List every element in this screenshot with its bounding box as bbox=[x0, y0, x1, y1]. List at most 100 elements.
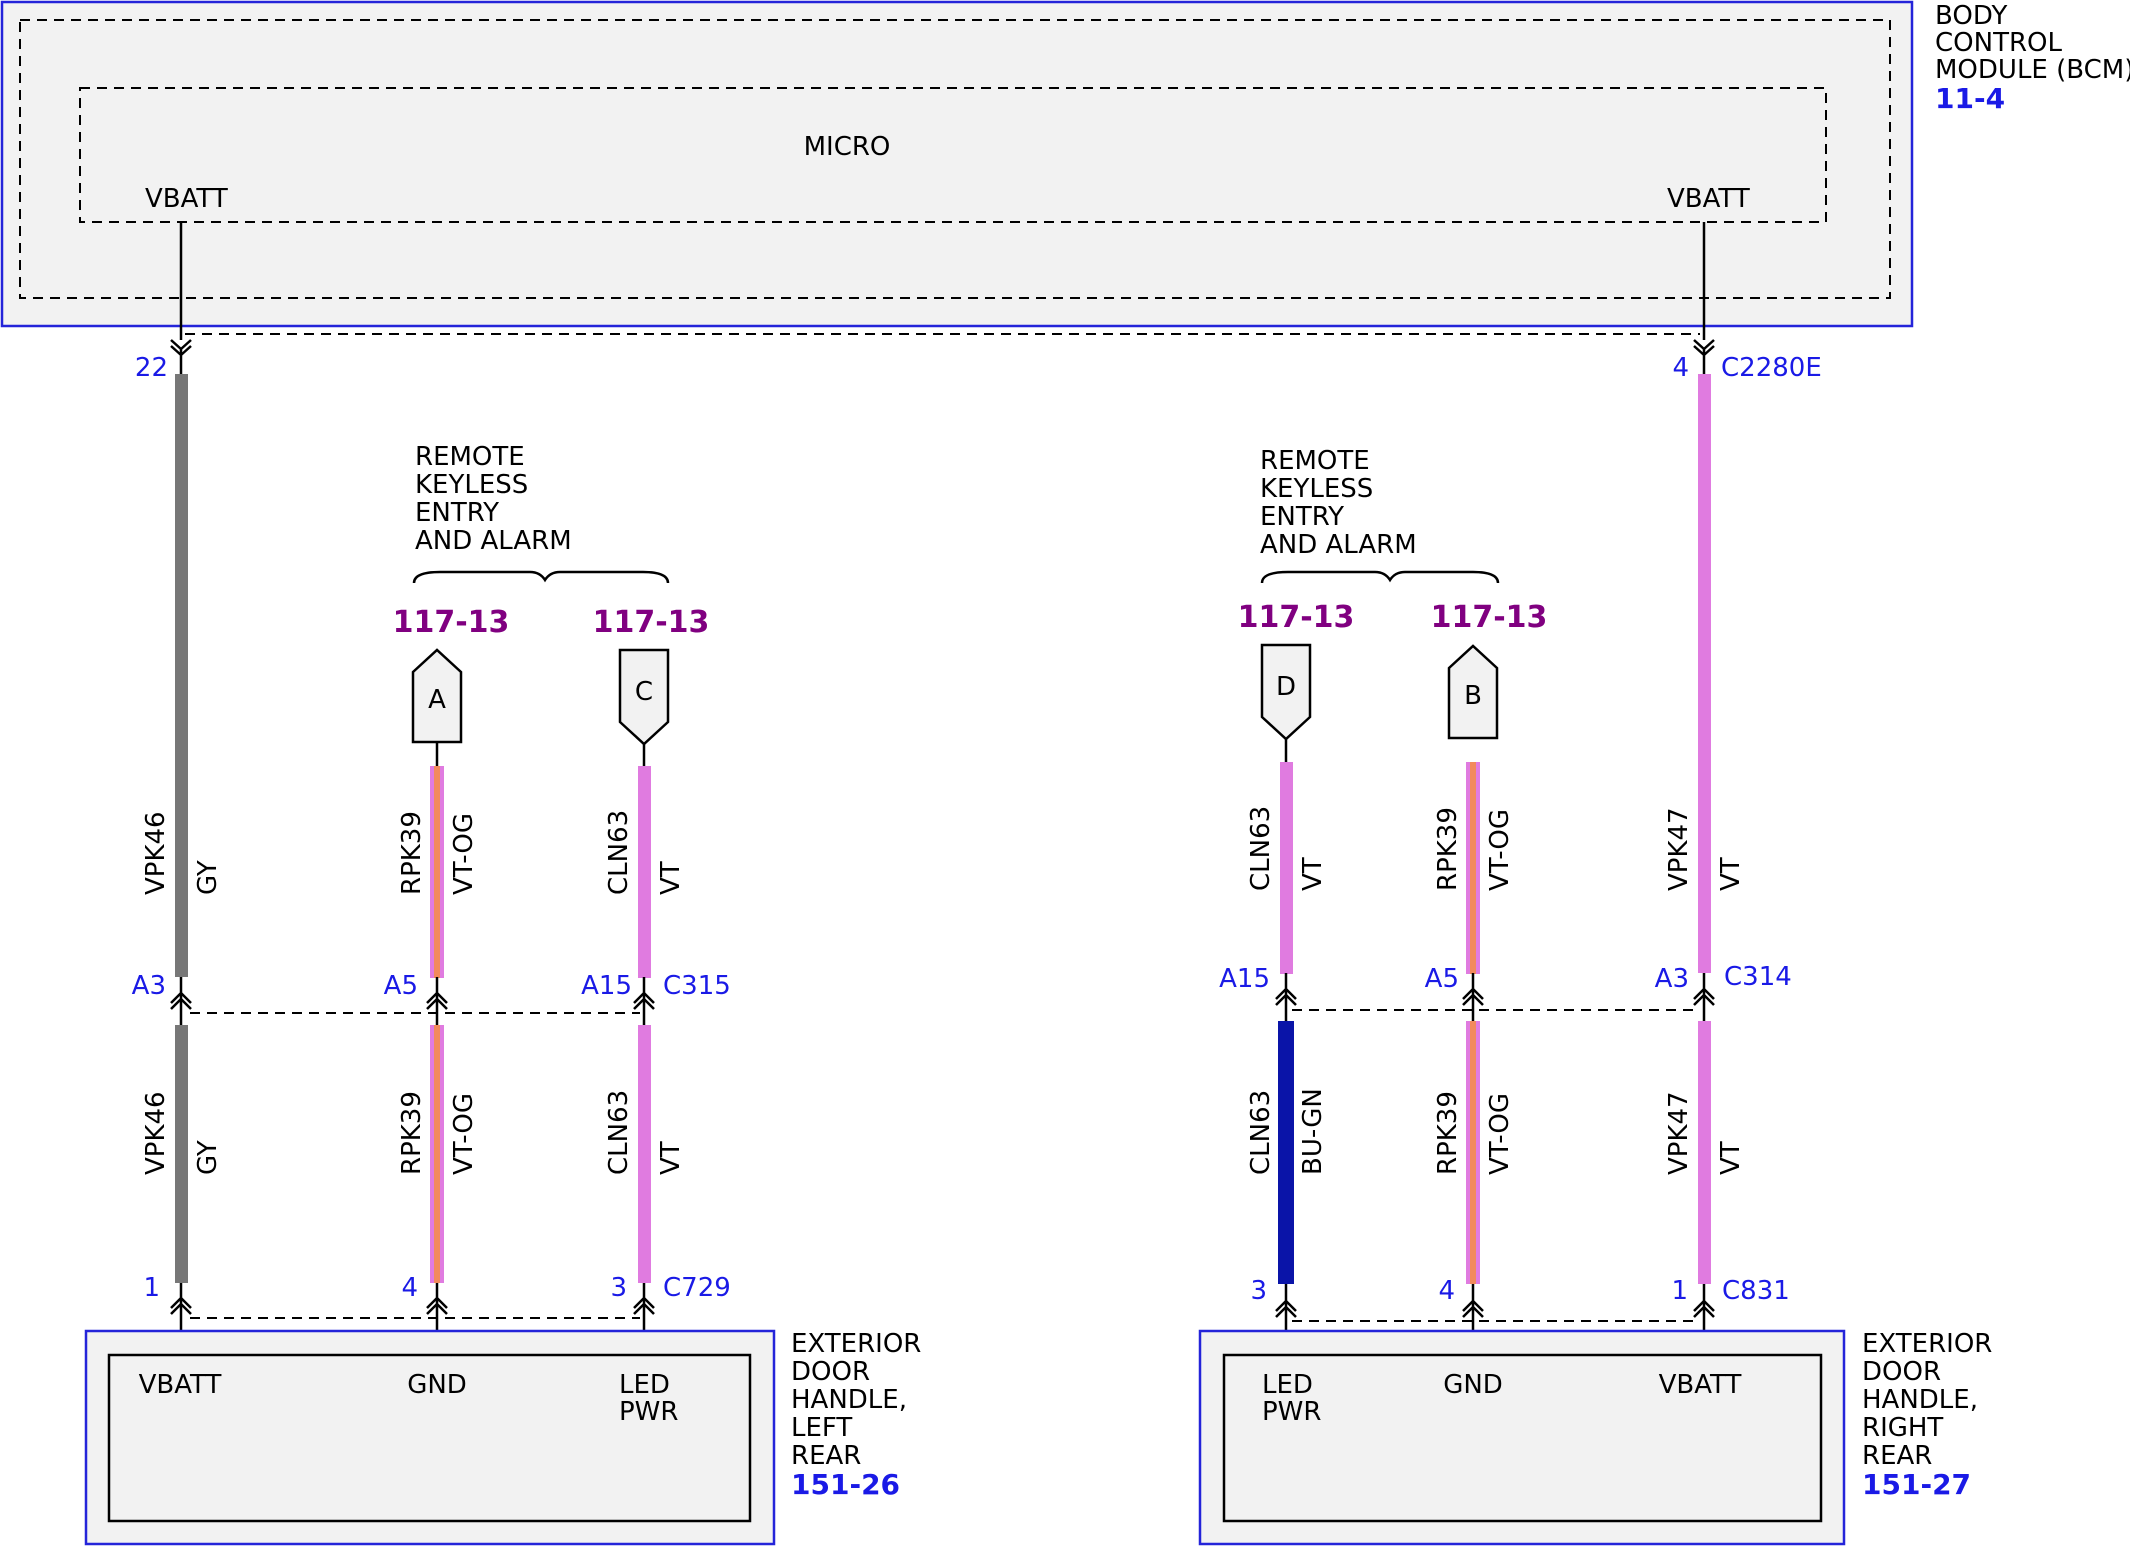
pin-inline-a3: A3 bbox=[1655, 964, 1689, 994]
wire-w4-lower-circuit: CLN63 bbox=[1246, 1090, 1276, 1175]
pin-door-4: 4 bbox=[1438, 1276, 1455, 1306]
wire-w2-lower-stripe bbox=[434, 1025, 440, 1283]
wire-w5-lower-circuit: RPK39 bbox=[1433, 1091, 1463, 1175]
wire-w6-upper-circuit: VPK47 bbox=[1664, 807, 1694, 891]
wire-w5-lower-stripe bbox=[1470, 1021, 1476, 1284]
bcm-page-ref: 11-4 bbox=[1935, 82, 2005, 115]
wire-w1-upper-circuit: VPK46 bbox=[141, 811, 171, 895]
bcm-pin-vbatt-right: VBATT bbox=[1667, 184, 1750, 214]
wire-w3-upper bbox=[638, 766, 651, 978]
pin-door-1: 1 bbox=[1671, 1276, 1688, 1306]
left-door-title: EXTERIOR DOOR HANDLE, LEFT REAR 151-26 bbox=[791, 1329, 921, 1501]
left-door-title-line: EXTERIOR bbox=[791, 1329, 921, 1359]
right-door-pin-vbatt: VBATT bbox=[1659, 1370, 1742, 1400]
wire-w4-upper-circuit: CLN63 bbox=[1246, 806, 1276, 891]
left-door-pin-vbatt: VBATT bbox=[139, 1370, 222, 1400]
terminal-bcm-22 bbox=[170, 339, 192, 374]
wire-w1-upper bbox=[175, 374, 188, 977]
wire-w4-lower bbox=[1278, 1021, 1294, 1284]
remote-group-line: KEYLESS bbox=[1260, 474, 1373, 504]
flag-c: C bbox=[618, 648, 670, 746]
terminal-inline-w1 bbox=[170, 977, 192, 1025]
left-door-title-line: LEFT bbox=[791, 1413, 852, 1443]
left-door-title-line: DOOR bbox=[791, 1357, 870, 1387]
right-door-title-line: HANDLE, bbox=[1862, 1385, 1978, 1415]
flag-b-label: B bbox=[1464, 681, 1482, 711]
pin-inline-a15: A15 bbox=[581, 971, 632, 1001]
right-door-page-ref[interactable]: 151-27 bbox=[1862, 1468, 1971, 1501]
wire-w4-lower-color: BU-GN bbox=[1298, 1088, 1328, 1175]
connector-c729-label[interactable]: C729 bbox=[663, 1273, 731, 1303]
remote-group-line: ENTRY bbox=[1260, 502, 1344, 532]
left-door-pin-led: LED bbox=[619, 1370, 670, 1400]
pin-inline-a15: A15 bbox=[1219, 964, 1270, 994]
wire-w2-upper-circuit: RPK39 bbox=[397, 811, 427, 895]
right-door-pin-led: LED bbox=[1262, 1370, 1313, 1400]
bcm-module-box bbox=[0, 0, 1914, 328]
group-brace bbox=[1260, 570, 1500, 584]
page-ref-a[interactable]: 117-13 bbox=[393, 605, 510, 640]
wire-w4-upper-color: VT bbox=[1298, 857, 1328, 891]
right-door-pin-gnd: GND bbox=[1443, 1370, 1503, 1400]
wire-w3-lower bbox=[638, 1025, 651, 1283]
right-door-title-line: REAR bbox=[1862, 1441, 1932, 1471]
wire-w2-lower-color: VT-OG bbox=[449, 1093, 479, 1175]
page-ref-c[interactable]: 117-13 bbox=[593, 605, 710, 640]
flag-b: B bbox=[1447, 644, 1499, 740]
remote-group-line: ENTRY bbox=[415, 498, 499, 528]
wire-w1-upper-color: GY bbox=[193, 860, 223, 895]
wire-w4-upper bbox=[1280, 762, 1293, 974]
wire-w6-upper bbox=[1698, 374, 1711, 973]
bcm-title-line: MODULE (BCM) bbox=[1935, 55, 2130, 85]
pin-door-3: 3 bbox=[1250, 1276, 1267, 1306]
connector-c2280e-label[interactable]: C2280E bbox=[1721, 353, 1822, 383]
remote-group-line: AND ALARM bbox=[1260, 530, 1417, 560]
remote-keyless-group-left: REMOTE KEYLESS ENTRY AND ALARM bbox=[412, 442, 670, 584]
pin-door-3: 3 bbox=[610, 1273, 627, 1303]
page-ref-d[interactable]: 117-13 bbox=[1238, 600, 1355, 635]
wire-w5-lower-color: VT-OG bbox=[1485, 1093, 1515, 1175]
flag-a: A bbox=[411, 648, 463, 744]
right-door-title-line: DOOR bbox=[1862, 1357, 1941, 1387]
left-door-title-line: HANDLE, bbox=[791, 1385, 907, 1415]
page-ref-b[interactable]: 117-13 bbox=[1431, 600, 1548, 635]
group-brace bbox=[412, 570, 670, 584]
wire-w5-upper-stripe bbox=[1470, 762, 1476, 974]
flag-c-label: C bbox=[635, 677, 653, 707]
right-door-pin-pwr: PWR bbox=[1262, 1397, 1321, 1427]
flag-a-label: A bbox=[428, 685, 446, 715]
wire-w3-upper-circuit: CLN63 bbox=[604, 810, 634, 895]
remote-group-line: REMOTE bbox=[1260, 446, 1370, 476]
left-door-page-ref[interactable]: 151-26 bbox=[791, 1468, 900, 1501]
left-door-pin-gnd: GND bbox=[407, 1370, 467, 1400]
wire-w3-upper-color: VT bbox=[656, 861, 686, 895]
flag-d: D bbox=[1260, 643, 1312, 741]
pin-bcm-22: 22 bbox=[135, 353, 168, 383]
terminal-symbols bbox=[170, 339, 1715, 1355]
right-door-title-line: EXTERIOR bbox=[1862, 1329, 1992, 1359]
remote-group-line: AND ALARM bbox=[415, 526, 572, 556]
pin-inline-a5: A5 bbox=[384, 971, 418, 1001]
terminal-inline-w2 bbox=[426, 977, 448, 1025]
terminal-inline-w6 bbox=[1693, 973, 1715, 1021]
micro-label: MICRO bbox=[804, 132, 891, 162]
bcm-title: BODY CONTROL MODULE (BCM) 11-4 bbox=[1935, 1, 2130, 115]
bcm-pin-vbatt-left: VBATT bbox=[145, 184, 228, 214]
left-door-pin-pwr: PWR bbox=[619, 1397, 678, 1427]
terminal-inline-w5 bbox=[1462, 973, 1484, 1021]
connector-c314-label[interactable]: C314 bbox=[1724, 962, 1792, 992]
connector-c315-label[interactable]: C315 bbox=[663, 971, 731, 1001]
wire-w5-upper-circuit: RPK39 bbox=[1433, 807, 1463, 891]
wire-w1-lower bbox=[175, 1025, 188, 1283]
pin-bcm-4: 4 bbox=[1672, 353, 1689, 383]
wire-w6-lower-color: VT bbox=[1716, 1141, 1746, 1175]
pin-door-4: 4 bbox=[401, 1273, 418, 1303]
wire-w6-upper-color: VT bbox=[1716, 857, 1746, 891]
wire-w2-lower-circuit: RPK39 bbox=[397, 1091, 427, 1175]
wire-w2-upper-color: VT-OG bbox=[449, 813, 479, 895]
right-door-title-line: RIGHT bbox=[1862, 1413, 1943, 1443]
wire-w2-upper-stripe bbox=[434, 766, 440, 978]
connector-c831-label[interactable]: C831 bbox=[1722, 1276, 1790, 1306]
wire-w1-lower-circuit: VPK46 bbox=[141, 1091, 171, 1175]
